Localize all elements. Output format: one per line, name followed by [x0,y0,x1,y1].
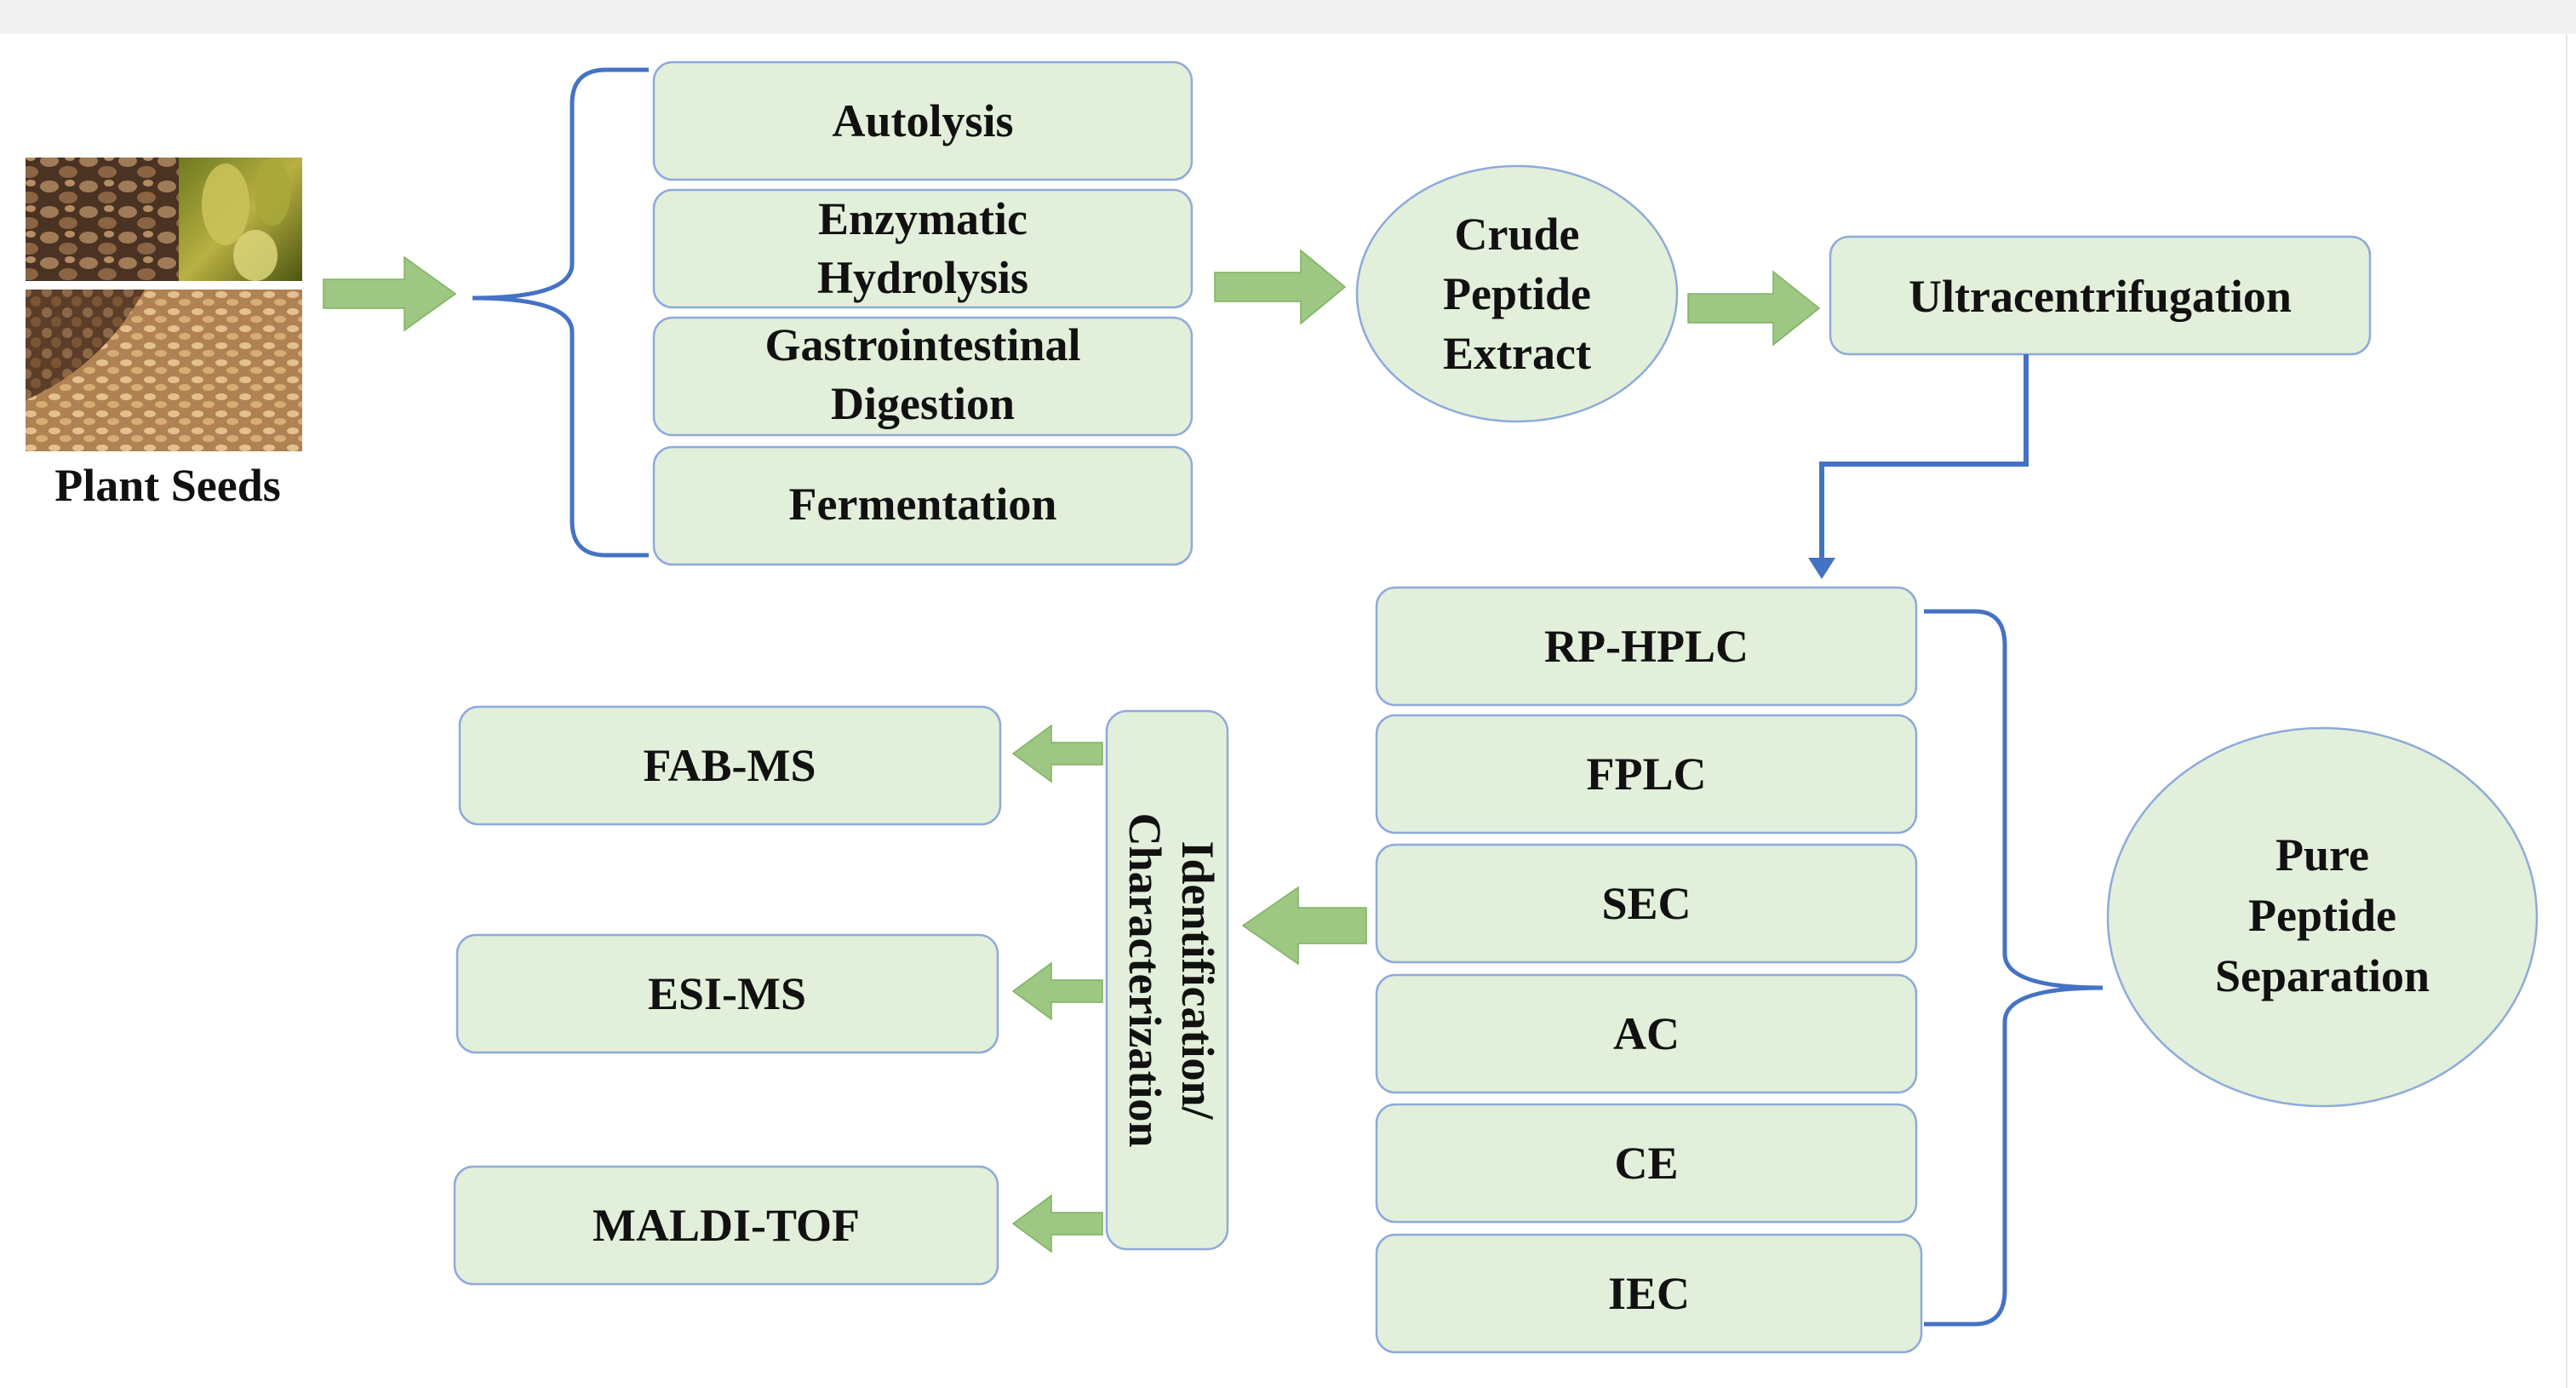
arrow-methods-to-crude [1214,249,1347,325]
arrow-to-esi-ms [1011,961,1103,1021]
connector-arrowhead [1808,558,1835,579]
methods-brace [472,67,649,558]
method-gastrointestinal-digestion: Gastrointestinal Digestion [652,316,1194,437]
arrow-crude-to-ultra [1687,270,1821,347]
arrow-seeds-to-methods [323,255,457,332]
method-fermentation-label: Fermentation [789,479,1057,530]
sep-ce-label: CE [1614,1138,1678,1189]
crude-line1: Crude [1455,209,1580,260]
method-enzymatic-line1: Enzymatic [818,193,1028,244]
connector-ultra-to-separation [1819,354,2029,562]
sep-iec: IEC [1375,1233,1923,1354]
ms-esi-ms-label: ESI-MS [648,968,806,1019]
method-autolysis-label: Autolysis [832,95,1013,146]
sep-rp-hplc-label: RP-HPLC [1544,621,1749,672]
method-enzymatic-line2: Hydrolysis [817,252,1028,303]
ultracentrifugation: Ultracentrifugation [1829,235,2372,356]
sep-sec-label: SEC [1601,878,1691,929]
identification-line2: Characterization [1119,813,1171,1148]
ms-esi-ms: ESI-MS [455,933,999,1054]
method-enzymatic-hydrolysis: Enzymatic Hydrolysis [652,188,1194,309]
ms-fab-ms-label: FAB-MS [644,740,816,791]
sep-iec-label: IEC [1608,1268,1690,1319]
separation-brace [1924,609,2104,1327]
top-band [0,0,2576,34]
ultra-label: Ultracentrifugation [1909,271,2292,322]
pure-line3: Separation [2215,950,2430,1001]
pure-line1: Pure [2275,829,2369,880]
pure-line2: Peptide [2248,890,2396,941]
sep-ac: AC [1375,973,1918,1094]
ms-maldi-tof-label: MALDI-TOF [592,1200,860,1251]
crude-peptide-extract: Crude Peptide Extract [1355,164,1679,423]
ms-fab-ms: FAB-MS [458,705,1002,826]
arrow-to-maldi-tof [1011,1194,1103,1253]
identification-line1: Identification/ [1172,840,1223,1120]
method-fermentation: Fermentation [652,445,1194,566]
sep-rp-hplc: RP-HPLC [1375,586,1918,707]
sep-ce: CE [1375,1103,1918,1224]
sep-fplc: FPLC [1375,714,1918,835]
arrow-separation-to-identification [1241,886,1367,966]
method-gi-line1: Gastrointestinal [764,319,1080,370]
pure-peptide-separation: Pure Peptide Separation [2106,726,2539,1108]
method-autolysis: Autolysis [652,60,1194,181]
crude-line2: Peptide [1443,268,1591,319]
right-border [2566,34,2567,1388]
method-gi-line2: Digestion [831,378,1015,429]
sep-ac-label: AC [1613,1008,1680,1059]
sep-sec: SEC [1375,843,1918,964]
sep-fplc-label: FPLC [1587,748,1707,800]
arrow-to-fab-ms [1011,724,1103,783]
plant-seeds-photo [26,158,302,451]
crude-line3: Extract [1443,328,1591,379]
plant-seeds-label: Plant Seeds [54,460,281,511]
identification-characterization: Identification/ Characterization [1105,709,1229,1251]
ms-maldi-tof: MALDI-TOF [453,1165,999,1286]
